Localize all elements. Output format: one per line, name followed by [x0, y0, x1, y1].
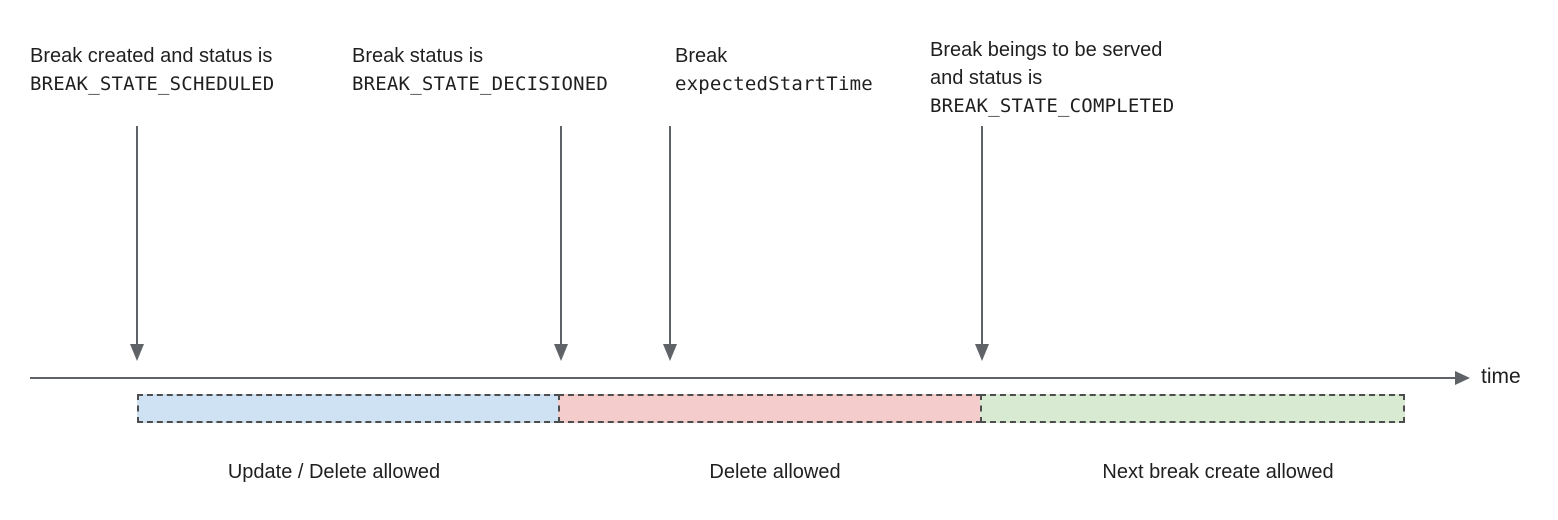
segment-update-delete-allowed [137, 394, 560, 423]
down-arrow-completed-icon [975, 126, 989, 361]
timeline-arrowhead-icon [1455, 371, 1470, 385]
segment-delete-allowed [558, 394, 982, 423]
segment-label-delete-allowed: Delete allowed [709, 461, 841, 483]
segment-label-next-break-create-allowed: Next break create allowed [1102, 461, 1334, 483]
annotation-break-scheduled-state: BREAK_STATE_SCHEDULED [30, 73, 275, 95]
segment-next-break-create-allowed [980, 394, 1405, 423]
annotation-break-completed-state: BREAK_STATE_COMPLETED [930, 95, 1175, 117]
annotation-break-scheduled-text: Break created and status is [30, 45, 273, 67]
timeline-axis-label: time [1481, 365, 1521, 388]
timeline-axis [30, 377, 1455, 379]
down-arrow-expected-start-icon [663, 126, 677, 361]
annotation-expected-start-time-field: expectedStartTime [675, 73, 873, 95]
annotation-expected-start-time-text: Break [675, 45, 728, 67]
annotation-break-decisioned-state: BREAK_STATE_DECISIONED [352, 73, 609, 95]
down-arrow-scheduled-icon [130, 126, 144, 361]
segment-label-update-delete-allowed: Update / Delete allowed [227, 461, 441, 483]
annotation-break-completed-text-1: Break beings to be served [930, 39, 1163, 61]
annotation-break-decisioned: Break status is BREAK_STATE_DECISIONED [352, 42, 608, 98]
annotation-expected-start-time: Break expectedStartTime [675, 42, 873, 98]
annotation-break-decisioned-text: Break status is [352, 45, 484, 67]
down-arrow-decisioned-icon [554, 126, 568, 361]
annotation-break-completed-text-2: and status is [930, 67, 1043, 89]
annotation-break-completed: Break beings to be served and status is … [930, 36, 1174, 120]
annotation-break-scheduled: Break created and status is BREAK_STATE_… [30, 42, 274, 98]
